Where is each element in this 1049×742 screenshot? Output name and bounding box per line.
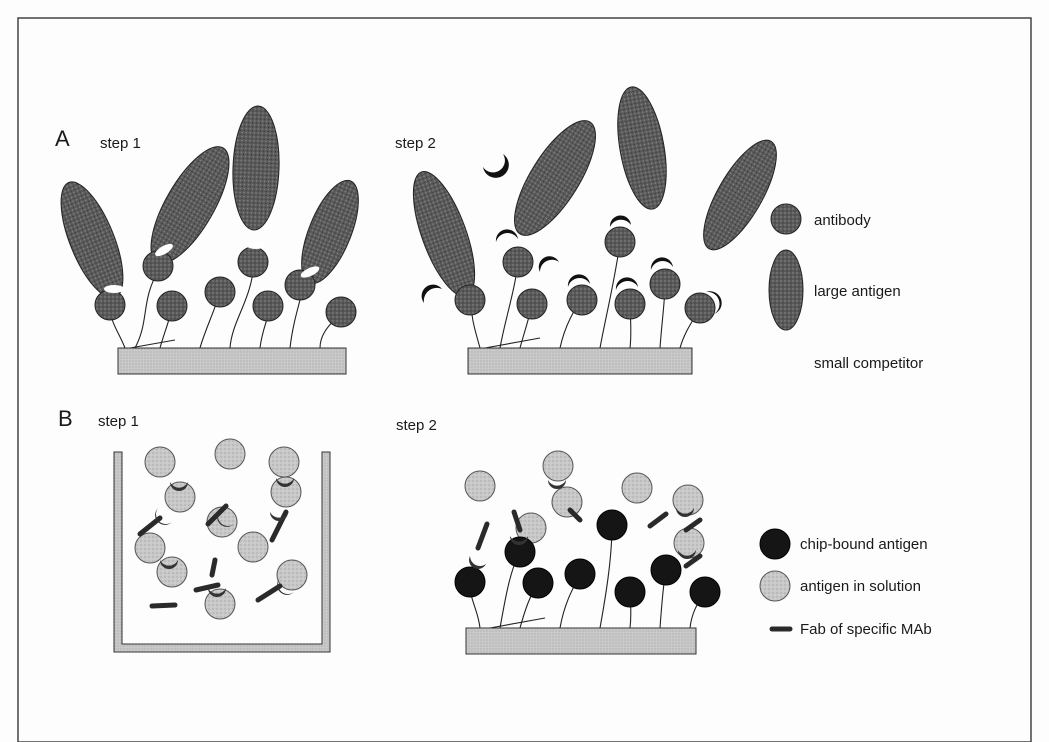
legend-chip-bound-antigen-label: chip-bound antigen [800,536,928,553]
legend-large-antigen-label: large antigen [814,283,901,300]
panel-a-step2-label: step 2 [395,135,436,152]
legend-b: chip-bound antigen antigen in solution F… [760,529,932,642]
legend-small-competitor-label: small competitor [814,355,923,372]
panel-b-step2-label: step 2 [396,417,437,434]
panel-a-step1 [48,105,370,374]
a2-antibodies [455,227,715,323]
panel-a-label: A [55,126,70,151]
panel-b-step1-label: step 1 [98,413,139,430]
legend-antibody-icon [771,204,801,234]
panel-b-label: B [58,406,73,431]
b2-chip [466,628,696,654]
legend-antigen-in-solution-icon [760,571,790,601]
b2-chip-bound-antigens [455,510,720,607]
panel-b-step2 [455,451,720,654]
a2-chip [468,348,692,374]
legend-fab-icon [764,616,790,642]
panel-a-step1-label: step 1 [100,135,141,152]
legend-large-antigen-icon [769,250,803,330]
legend-fab-label: Fab of specific MAb [800,621,932,638]
a2-large-antigens [401,83,790,303]
legend-chip-bound-antigen-icon [760,529,790,559]
legend-antibody-label: antibody [814,212,871,229]
a1-large-antigens [48,105,370,305]
a1-chip [118,348,346,374]
panel-a-step2 [401,83,790,374]
b2-solution-antigens [465,451,704,558]
panel-b-step1 [114,439,330,652]
legend-small-competitor-icon [776,328,800,355]
legend-a: antibody large antigen small competitor [769,204,923,372]
legend-antigen-in-solution-label: antigen in solution [800,578,921,595]
